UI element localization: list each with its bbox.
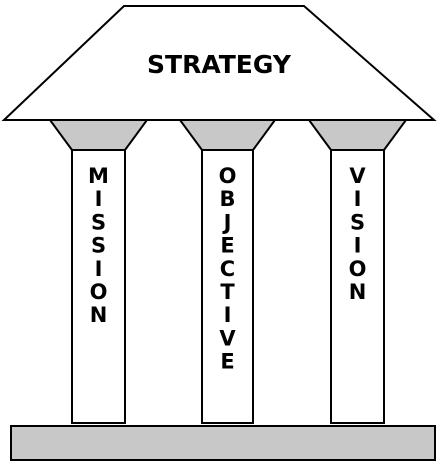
vision-letter: O <box>349 257 367 281</box>
base <box>10 425 436 461</box>
mission-letter: N <box>90 303 108 327</box>
objective-letter: E <box>220 234 234 258</box>
mission-letter: O <box>90 280 108 304</box>
objective-letter: C <box>220 257 235 281</box>
objective-letter: O <box>219 164 237 188</box>
mission-letter: S <box>91 210 106 234</box>
objective-letter: J <box>222 210 232 234</box>
objective-capital <box>178 119 277 151</box>
mission-capital <box>48 119 149 151</box>
roof-label: STRATEGY <box>147 50 292 79</box>
mission-letter: I <box>95 187 103 211</box>
objective-letter: I <box>224 303 232 327</box>
objective-letter: B <box>219 187 235 211</box>
mission-column <box>71 149 126 424</box>
vision-letter: I <box>354 187 362 211</box>
mission-letter: M <box>88 164 109 188</box>
vision-capital <box>307 119 408 151</box>
objective-letter: E <box>220 350 234 374</box>
mission-letter: S <box>91 234 106 258</box>
vision-letter: N <box>349 280 367 304</box>
vision-letter: I <box>354 234 362 258</box>
objective-letter: V <box>219 326 236 350</box>
objective-column <box>201 149 254 424</box>
roof <box>1 5 437 121</box>
vision-letter: V <box>349 164 366 188</box>
vision-letter: S <box>350 210 365 234</box>
mission-letter: I <box>95 257 103 281</box>
objective-letter: T <box>220 280 235 304</box>
vision-column <box>330 149 385 424</box>
